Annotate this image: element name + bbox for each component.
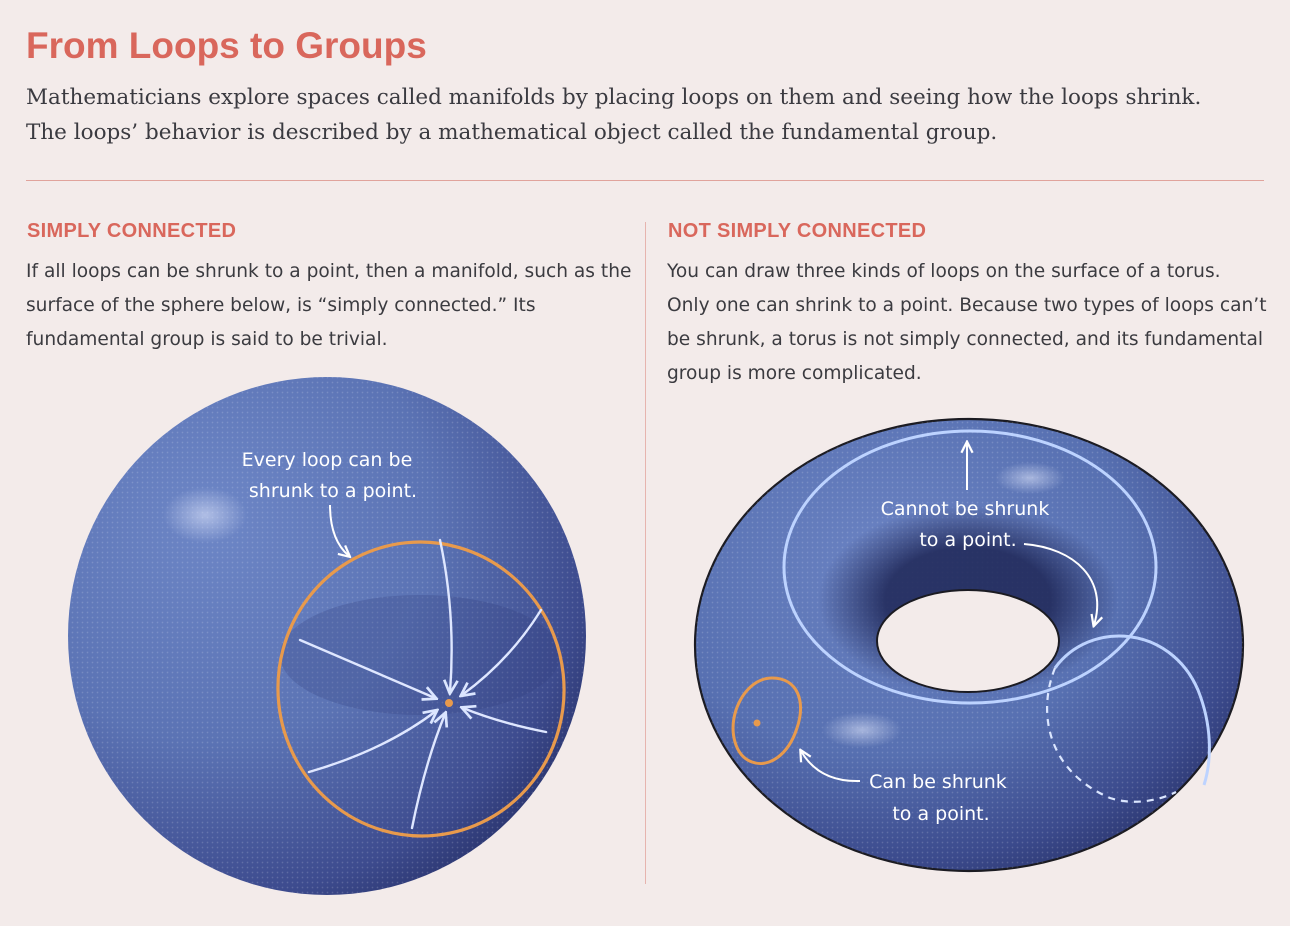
can-label-line2: to a point. (892, 803, 989, 825)
sphere-label-arrow (329, 504, 349, 556)
torus (693, 417, 1245, 873)
sphere-body (68, 377, 586, 895)
sphere-loop (276, 540, 566, 838)
shrink-arrows (298, 538, 548, 830)
intro-paragraph: Mathematicians explore spaces called man… (26, 85, 1202, 145)
can-label: Can be shrunk to a point. (869, 771, 1013, 825)
torus-inner-shadow (818, 505, 1118, 695)
sphere-target-point (445, 699, 453, 707)
arrow-left (298, 638, 435, 698)
sphere-label-line2: shrunk to a point. (249, 480, 417, 502)
torus-small-loop (731, 676, 802, 765)
header-divider (26, 180, 1264, 181)
arrow-right (463, 708, 548, 734)
arrow-bottom (410, 714, 445, 830)
torus-highlight (822, 712, 902, 748)
sphere-shadow-band (280, 595, 560, 715)
sphere (68, 377, 586, 895)
can-label-line1: Can be shrunk (869, 771, 1007, 793)
torus-meridian-loop-front (1053, 634, 1211, 786)
sphere-highlight (163, 487, 247, 543)
sphere-halftone (68, 377, 586, 895)
simply-connected-heading: SIMPLY CONNECTED (27, 220, 237, 242)
cannot-label-curve-arrow (1023, 543, 1097, 625)
torus-hole (876, 589, 1060, 693)
arrow-upper-right (462, 608, 543, 695)
page-title: From Loops to Groups (26, 25, 427, 66)
torus-highlight-top (995, 462, 1065, 494)
column-divider (645, 222, 646, 884)
not-simply-connected-text: You can draw three kinds of loops on the… (667, 261, 1267, 384)
arrow-top (438, 538, 452, 692)
cannot-label-line1: Cannot be shrunk (881, 498, 1050, 520)
not-simply-connected-heading: NOT SIMPLY CONNECTED (668, 220, 927, 242)
torus-halftone (695, 419, 1243, 871)
sphere-label-line1: Every loop can be (242, 449, 413, 471)
torus-small-loop-point (753, 719, 761, 727)
torus-body (693, 417, 1245, 873)
sphere-label: Every loop can be shrunk to a point. (242, 449, 419, 502)
can-label-arrow (801, 751, 861, 783)
torus-meridian-loop-hidden (1046, 667, 1177, 803)
simply-connected-text: If all loops can be shrunk to a point, t… (26, 261, 632, 350)
cannot-label-line2: to a point. (919, 529, 1016, 551)
torus-longitude-loop (782, 429, 1158, 705)
cannot-label: Cannot be shrunk to a point. (881, 498, 1056, 551)
arrow-lower-left (307, 711, 436, 774)
